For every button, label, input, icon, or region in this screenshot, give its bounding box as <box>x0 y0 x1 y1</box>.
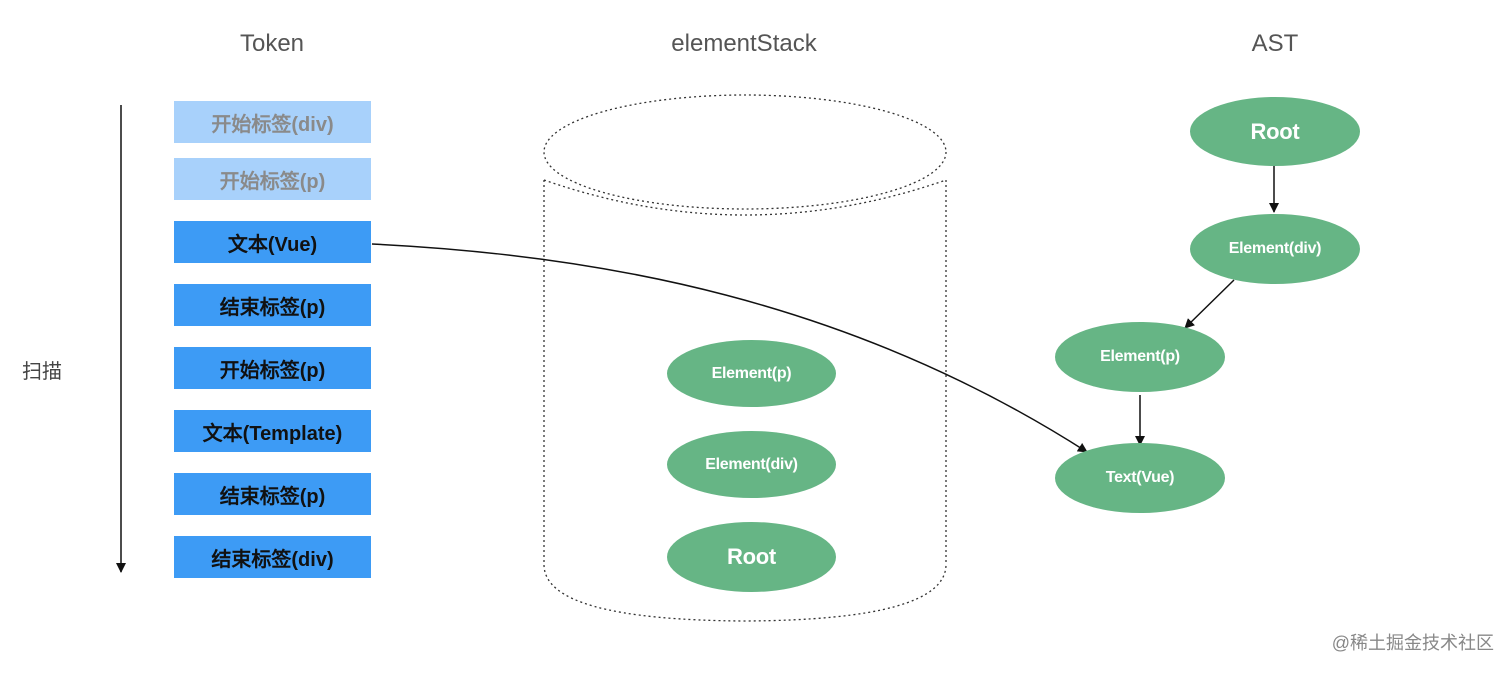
stack-column-title: elementStack <box>671 30 817 57</box>
token-box: 文本(Vue) <box>174 221 371 263</box>
ast-node-element-div: Element(div) <box>1190 214 1360 284</box>
stack-cylinder <box>543 94 947 622</box>
token-box: 开始标签(p) <box>174 347 371 389</box>
ast-edge-div-p <box>1184 279 1235 329</box>
token-box: 结束标签(div) <box>174 536 371 578</box>
token-box: 结束标签(p) <box>174 284 371 326</box>
token-column-title: Token <box>239 30 305 57</box>
token-box: 结束标签(p) <box>174 473 371 515</box>
stack-node-root: Root <box>667 522 836 592</box>
token-box: 开始标签(div) <box>174 101 371 143</box>
ast-node-root: Root <box>1190 97 1360 166</box>
watermark: @稀土掘金技术社区 <box>1331 633 1494 653</box>
scan-label: 扫描 <box>22 361 62 383</box>
stack-node-element-p: Element(p) <box>667 340 836 407</box>
token-box: 开始标签(p) <box>174 158 371 200</box>
stack-node-element-div: Element(div) <box>667 431 836 498</box>
token-box: 文本(Template) <box>174 410 371 452</box>
ast-node-element-p: Element(p) <box>1055 322 1225 392</box>
token-to-ast-curve <box>371 243 1088 453</box>
ast-column-title: AST <box>1251 30 1299 57</box>
ast-node-text-vue: Text(Vue) <box>1055 443 1225 513</box>
